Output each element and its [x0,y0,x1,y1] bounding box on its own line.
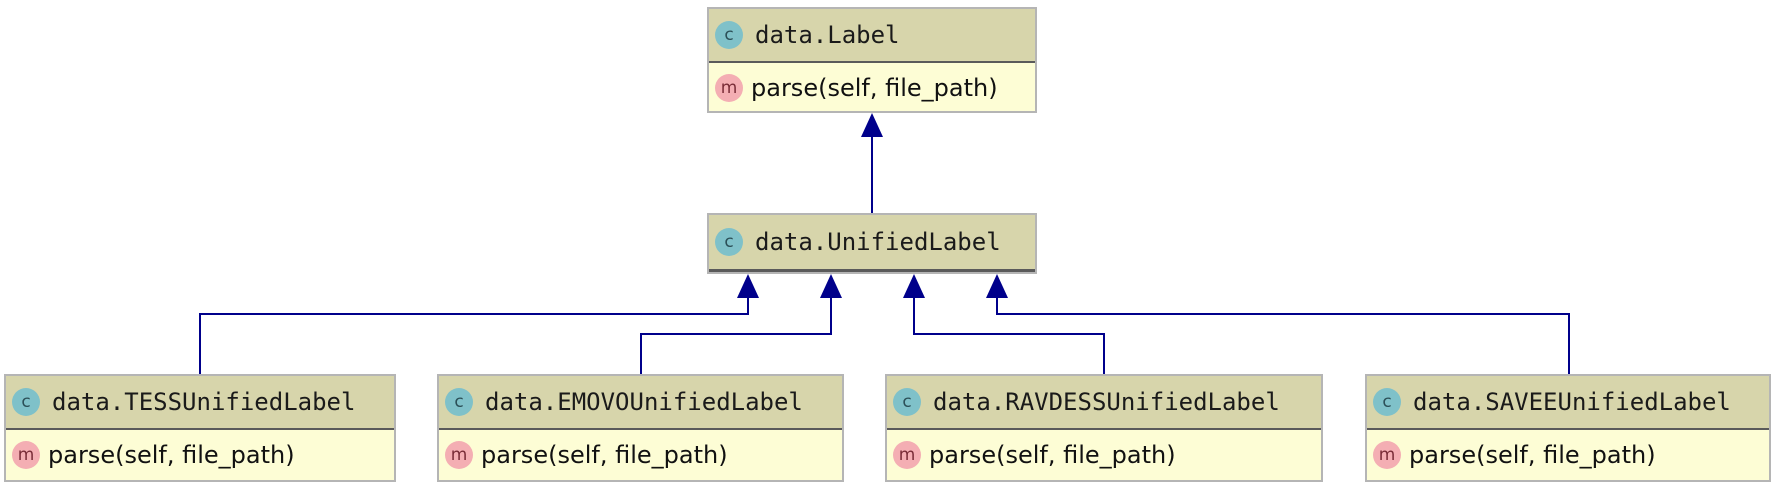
method-row[interactable]: m parse(self, file_path) [887,430,1321,480]
method-signature: parse(self, file_path) [751,74,998,102]
class-box-ravdess[interactable]: c data.RAVDESSUnifiedLabel m parse(self,… [885,374,1323,482]
class-header: c data.TESSUnifiedLabel [6,376,394,430]
arrowhead-unified-3 [903,274,925,298]
method-icon: m [715,74,743,102]
method-signature: parse(self, file_path) [929,441,1176,469]
class-name: data.Label [755,21,900,49]
class-header: c data.Label [709,9,1035,63]
class-icon: c [12,388,40,416]
edge-emovo-to-unified [640,296,832,374]
class-name: data.EMOVOUnifiedLabel [485,388,803,416]
method-signature: parse(self, file_path) [48,441,295,469]
class-name: data.TESSUnifiedLabel [52,388,356,416]
method-icon: m [893,441,921,469]
class-name: data.RAVDESSUnifiedLabel [933,388,1280,416]
class-box-emovo[interactable]: c data.EMOVOUnifiedLabel m parse(self, f… [437,374,844,482]
method-icon: m [12,441,40,469]
method-icon: m [1373,441,1401,469]
class-icon: c [445,388,473,416]
class-icon: c [893,388,921,416]
method-row[interactable]: m parse(self, file_path) [709,63,1035,113]
method-signature: parse(self, file_path) [1409,441,1656,469]
method-row[interactable]: m parse(self, file_path) [439,430,842,480]
class-box-unified[interactable]: c data.UnifiedLabel [707,213,1037,274]
class-icon: c [715,228,743,256]
class-header: c data.EMOVOUnifiedLabel [439,376,842,430]
arrowhead-label [861,113,883,137]
class-box-savee[interactable]: c data.SAVEEUnifiedLabel m parse(self, f… [1365,374,1771,482]
class-icon: c [1373,388,1401,416]
method-row[interactable]: m parse(self, file_path) [1367,430,1769,480]
class-name: data.SAVEEUnifiedLabel [1413,388,1731,416]
method-signature: parse(self, file_path) [481,441,728,469]
class-header: c data.RAVDESSUnifiedLabel [887,376,1321,430]
arrowhead-unified-4 [986,274,1008,298]
class-name: data.UnifiedLabel [755,228,1001,256]
edge-tess-to-unified [199,296,749,374]
class-header: c data.SAVEEUnifiedLabel [1367,376,1769,430]
class-box-label[interactable]: c data.Label m parse(self, file_path) [707,7,1037,113]
class-box-tess[interactable]: c data.TESSUnifiedLabel m parse(self, fi… [4,374,396,482]
class-icon: c [715,21,743,49]
method-icon: m [445,441,473,469]
edge-ravdess-to-unified [913,296,1105,374]
method-row[interactable]: m parse(self, file_path) [6,430,394,480]
arrowhead-unified-2 [820,274,842,298]
edge-savee-to-unified [996,296,1570,374]
arrowhead-unified-1 [737,274,759,298]
class-header: c data.UnifiedLabel [709,215,1035,272]
